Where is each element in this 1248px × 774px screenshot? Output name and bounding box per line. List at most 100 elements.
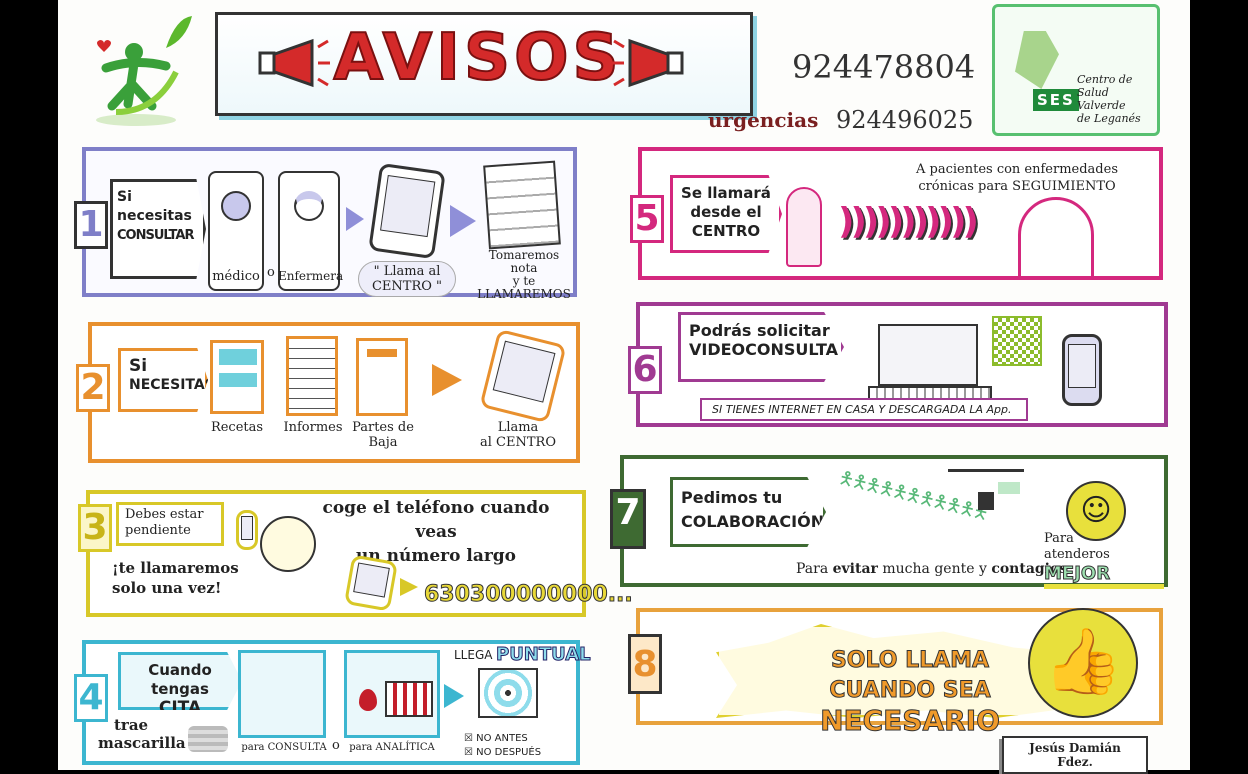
arrow-icon [400, 578, 418, 596]
panel-6-videoconsulta: 6 Podrás solicitar VIDEOCONSULTA SI TIEN… [628, 302, 1168, 427]
report-icon [286, 336, 338, 416]
crossed-box-icon: ☒ [464, 733, 477, 744]
nurse-icon [294, 191, 324, 221]
panel-tag: Cuando tengas CITA [118, 652, 242, 710]
note-line: A pacientes con enfermedades [916, 162, 1118, 177]
center-name-3: de Leganés [1077, 112, 1141, 125]
call-waves-icon: ))))))))))) [838, 201, 979, 242]
person-face-icon [260, 516, 316, 572]
pickup-instruction: coge el teléfono cuando veas un número l… [316, 496, 556, 568]
tag-line: VIDEOCONSULTA [689, 340, 838, 359]
instruction-line: un número largo [355, 546, 517, 566]
or-label: o [267, 265, 275, 280]
megaphone-left-icon [252, 33, 332, 93]
tag-line: Se llamará [681, 184, 771, 202]
timing-checklist: ☒ NO ANTES ☒ NO DESPUÉS [464, 732, 541, 760]
consultation-icon [238, 650, 326, 738]
health-center-logo: SES Centro de Salud Valverde de Leganés [992, 4, 1160, 136]
tag-line: Podrás solicitar [689, 321, 830, 340]
sign-line: pendiente [125, 523, 191, 538]
partes-label: Partes de Baja [348, 420, 418, 450]
urgencias-label: urgencias [708, 108, 819, 132]
thumbs-up-icon: 👍 [1028, 608, 1138, 718]
center-name-2: Salud Valverde [1077, 86, 1126, 112]
or-label: o [332, 738, 340, 753]
note-line: y te [512, 274, 536, 288]
panel-3-pendiente: 3 Debes estar pendiente ¡te llamaremos s… [78, 490, 633, 617]
arrow-icon [346, 207, 364, 231]
no-antes-item: ☒ NO ANTES [464, 732, 541, 746]
prescription-icon [210, 340, 264, 414]
panel-number: 4 [74, 674, 108, 722]
puntual-label: PUNTUAL [496, 644, 592, 666]
smartphone-icon [1062, 334, 1102, 406]
poster: AVISOS 924478804 urgencias 924496025 SES… [58, 0, 1190, 774]
long-number: 630300000000... [424, 582, 634, 608]
consulta-label: para CONSULTA [241, 742, 327, 753]
necesario-text: NECESARIO [820, 704, 1001, 737]
label-line: Partes de [352, 420, 414, 435]
laptop-icon [878, 324, 978, 386]
instruction-line: coge el teléfono cuando veas [322, 498, 550, 542]
notebook-icon [483, 160, 561, 250]
sick-leave-icon [356, 338, 408, 416]
text: atenderos [1044, 547, 1110, 562]
page-title: AVISOS [332, 20, 623, 96]
panel-8-solo-llama: 8 SOLO LLAMA CUANDO SEA NECESARIO 👍 [628, 608, 1163, 736]
ses-abbr: SES [1033, 89, 1079, 111]
patient-on-phone-icon [1018, 197, 1094, 279]
panel-tag: Se llamará desde el CENTRO [670, 175, 782, 253]
panel-tag: Si NECESITAS [118, 348, 208, 412]
panel-tag: Pedimos tu COLABORACIÓN [670, 477, 826, 547]
panel-tag: Podrás solicitar VIDEOCONSULTA [678, 312, 844, 382]
tag-line: Pedimos tu [681, 488, 783, 507]
phone-icon [368, 162, 446, 260]
label-line: al CENTRO [480, 435, 556, 450]
megaphone-right-icon [610, 33, 690, 93]
tag-line: CITA [158, 698, 202, 718]
smiley-icon: ☺ [1066, 481, 1126, 541]
text: CUANDO SEA [829, 678, 991, 704]
panel-4-cita: 4 Cuando tengas CITA trae mascarilla par… [74, 640, 591, 765]
call-center-label: Llama al CENTRO [468, 420, 568, 450]
message-line: SOLO LLAMA [830, 648, 990, 674]
tag-line: desde el [690, 203, 762, 221]
label-line: Llama [497, 420, 539, 435]
panel-1-consultar: 1 Si necesitas CONSULTAR médico o Enferm… [74, 147, 577, 301]
title-banner: AVISOS [215, 12, 753, 116]
note-line: ¡te llamaremos [112, 559, 239, 577]
tag-line: Si [129, 356, 148, 376]
doctor-icon [221, 191, 251, 221]
analitica-label: para ANALÍTICA [349, 742, 435, 753]
llega-label: LLEGA [454, 648, 493, 662]
panel-number: 5 [630, 195, 664, 243]
health-center-building-icon [948, 469, 1024, 513]
blood-drop-icon [359, 689, 377, 711]
note-line: Tomaremos nota [488, 248, 560, 275]
no-despues-label: NO DESPUÉS [476, 747, 542, 758]
panel-tag: Si necesitas CONSULTAR [110, 179, 206, 279]
better-care-note: Para atenderos MEJOR [1043, 531, 1164, 589]
panel-2-necesitas: 2 Si NECESITAS Recetas Informes Partes d… [76, 322, 580, 463]
urgencias-phone: 924496025 [836, 106, 974, 134]
text-bold: contagios [991, 561, 1068, 577]
phone-number: 924478804 [792, 48, 976, 86]
no-antes-label: NO ANTES [476, 733, 528, 744]
panel-number: 8 [628, 634, 662, 694]
panel-number: 3 [78, 504, 112, 552]
doctor-label: médico [212, 269, 260, 284]
panel-number: 1 [74, 201, 108, 249]
panel-number: 7 [610, 489, 646, 549]
recetas-label: Recetas [210, 420, 264, 435]
avoid-crowds-note: Para evitar mucha gente y contagios [796, 561, 1067, 577]
caller-doctor-icon [786, 187, 822, 267]
no-despues-item: ☒ NO DESPUÉS [464, 746, 541, 760]
blood-test-icon [344, 650, 440, 738]
mejor-label: MEJOR [1043, 563, 1111, 585]
tag-line: Si necesitas [117, 189, 192, 224]
nurse-label: Enfermera [278, 269, 344, 283]
health-logo-icon [86, 8, 196, 128]
tag-line: CONSULTAR [117, 228, 194, 243]
arrow-icon [432, 364, 462, 396]
text: mucha gente y [877, 561, 992, 577]
